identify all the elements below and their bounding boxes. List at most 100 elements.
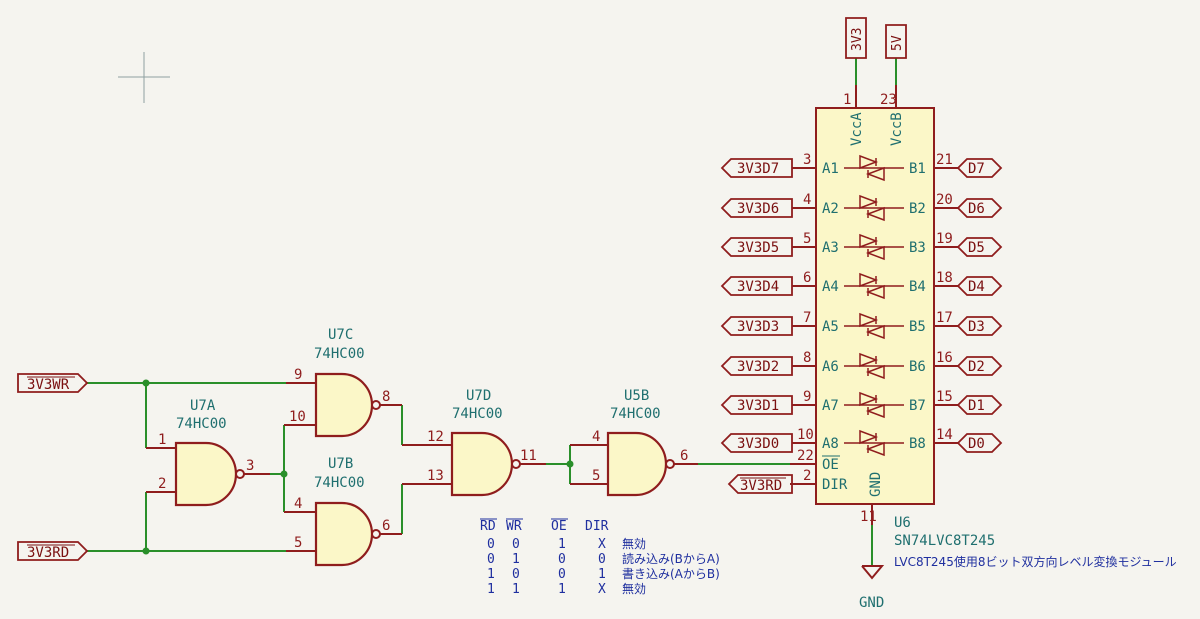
global-label-a-side[interactable]: 3V3D3 xyxy=(720,316,793,336)
global-label-3v3rd-dir[interactable]: 3V3RD xyxy=(727,474,793,494)
tt-cell-dir: 0 xyxy=(598,552,606,567)
u6-a-pin-name: A8 xyxy=(822,436,839,452)
u6-a-pin-number: 8 xyxy=(803,350,811,366)
global-label-b-side[interactable]: D1 xyxy=(956,395,1003,415)
label-b-side-text: D1 xyxy=(968,398,985,414)
bidirectional-buffer-icon xyxy=(844,233,904,261)
gate-u7c[interactable]: 9 10 8 U7C 74HC00 xyxy=(284,327,402,438)
global-label-b-side[interactable]: D6 xyxy=(956,198,1003,218)
tt-cell-note: 読み込み(BからA) xyxy=(622,551,720,566)
label-a-side-text: 3V3D4 xyxy=(737,279,779,295)
tt-cell-rd: 0 xyxy=(487,537,495,552)
global-label-3v3rd[interactable]: 3V3RD xyxy=(17,541,89,561)
u7b-ref: U7B xyxy=(328,456,353,472)
bidirectional-buffer-icon xyxy=(844,194,904,222)
u6-b-pin-name: B8 xyxy=(909,436,926,452)
label-a-side-text: 3V3D6 xyxy=(737,201,779,217)
tt-cell-rd: 1 xyxy=(487,582,495,597)
u6-b-pin-name: B3 xyxy=(909,240,926,256)
junctions xyxy=(142,379,574,555)
label-b-side-text: D2 xyxy=(968,359,985,375)
u6-a-pin-name: A4 xyxy=(822,279,839,295)
u6-b-pin-name: B7 xyxy=(909,398,926,414)
label-a-side-text: 3V3D5 xyxy=(737,240,779,256)
global-label-a-side[interactable]: 3V3D1 xyxy=(720,395,793,415)
power-3v3-text: 3V3 xyxy=(850,28,865,51)
global-label-b-side[interactable]: D0 xyxy=(956,433,1003,453)
global-label-3v3wr[interactable]: 3V3WR xyxy=(17,373,89,393)
tt-header-dir: DIR xyxy=(585,519,609,534)
gate-u7a[interactable]: 1 2 3 U7A 74HC00 xyxy=(146,398,270,507)
tt-cell-rd: 1 xyxy=(487,567,495,582)
gate-u7d[interactable]: 12 13 11 U7D 74HC00 xyxy=(402,388,546,497)
u6-gnd-pin: 11 xyxy=(860,509,877,525)
global-label-a-side[interactable]: 3V3D0 xyxy=(720,433,793,453)
truth-table-row: 0 1 0 0 読み込み(BからA) xyxy=(487,551,720,567)
global-label-b-side[interactable]: D4 xyxy=(956,276,1003,296)
u6-ref: U6 xyxy=(894,515,911,531)
u6-b-pin-number: 14 xyxy=(936,427,953,443)
u7c-pin-out: 8 xyxy=(382,389,390,405)
tt-cell-wr: 0 xyxy=(512,537,520,552)
u7b-value: 74HC00 xyxy=(314,475,365,491)
u6-b-pin-name: B1 xyxy=(909,161,926,177)
gate-u7b[interactable]: 4 5 6 U7B 74HC00 xyxy=(284,456,402,567)
u6-a-pin-name: A1 xyxy=(822,161,839,177)
u7a-value: 74HC00 xyxy=(176,416,227,432)
label-b-side-text: D5 xyxy=(968,240,985,256)
tt-cell-oe: 0 xyxy=(558,552,566,567)
u6-vcca-pin: 1 xyxy=(843,92,851,108)
u6-b-pin-name: B2 xyxy=(909,201,926,217)
u7c-pin-in1: 9 xyxy=(294,367,302,383)
u5b-value: 74HC00 xyxy=(610,406,661,422)
global-label-a-side[interactable]: 3V3D6 xyxy=(720,198,793,218)
u6-vccb-pin: 23 xyxy=(880,92,897,108)
power-3v3[interactable]: 3V3 xyxy=(845,17,867,59)
u7d-ref: U7D xyxy=(466,388,491,404)
u6-vcca-name: VccA xyxy=(849,112,865,146)
u7b-pin-in2: 5 xyxy=(294,535,302,551)
u6-oe-name: OE xyxy=(822,457,839,473)
global-label-b-side[interactable]: D5 xyxy=(956,237,1003,257)
tt-cell-rd: 0 xyxy=(487,552,495,567)
label-b-side-text: D7 xyxy=(968,161,985,177)
label-b-side-text: D0 xyxy=(968,436,985,452)
global-label-a-side[interactable]: 3V3D7 xyxy=(720,158,793,178)
u7c-value: 74HC00 xyxy=(314,346,365,362)
u6-a-pin-number: 10 xyxy=(797,427,814,443)
label-3v3rd-dir-text: 3V3RD xyxy=(740,478,782,494)
u6-a-pin-name: A2 xyxy=(822,201,839,217)
global-label-a-side[interactable]: 3V3D2 xyxy=(720,356,793,376)
u6-b-pin-number: 15 xyxy=(936,389,953,405)
bidirectional-buffer-icon xyxy=(844,429,904,457)
u7a-ref: U7A xyxy=(190,398,216,414)
u5b-ref: U5B xyxy=(624,388,649,404)
u6-a-pin-name: A5 xyxy=(822,319,839,335)
gate-u5b[interactable]: 4 5 6 U5B 74HC00 xyxy=(570,388,698,497)
label-3v3rd-text: 3V3RD xyxy=(27,545,69,561)
power-gnd[interactable]: GND xyxy=(859,565,884,611)
global-label-b-side[interactable]: D3 xyxy=(956,316,1003,336)
tt-cell-wr: 1 xyxy=(512,552,520,567)
u6-a-pin-name: A6 xyxy=(822,359,839,375)
tt-cell-oe: 1 xyxy=(558,537,566,552)
power-5v[interactable]: 5V xyxy=(885,24,907,59)
u6-oe-pin: 22 xyxy=(797,448,814,464)
u6-b-pin-number: 20 xyxy=(936,192,953,208)
label-a-side-text: 3V3D1 xyxy=(737,398,779,414)
u7d-pin-in2: 13 xyxy=(427,468,444,484)
bidirectional-buffer-icon xyxy=(844,352,904,380)
global-label-b-side[interactable]: D2 xyxy=(956,356,1003,376)
global-label-a-side[interactable]: 3V3D4 xyxy=(720,276,793,296)
global-label-a-side[interactable]: 3V3D5 xyxy=(720,237,793,257)
global-label-b-side[interactable]: D7 xyxy=(956,158,1003,178)
